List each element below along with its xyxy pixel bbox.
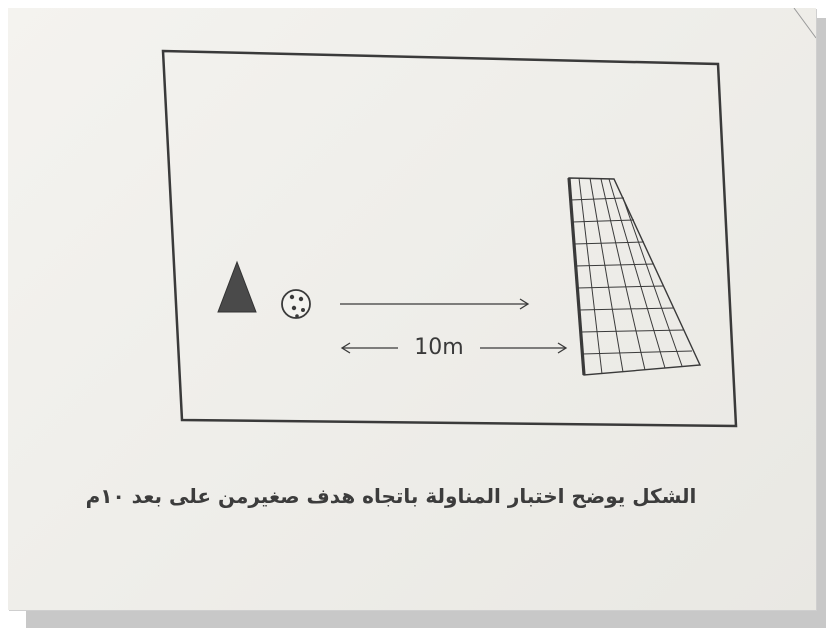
- pass-direction-arrow: [340, 298, 530, 310]
- figure-caption: الشكل يوضح اختبار المناولة باتجاه هدف صغ…: [85, 484, 697, 508]
- distance-label: 10m: [414, 335, 463, 360]
- paper-crease: [793, 8, 816, 39]
- diagram-canvas: 10m: [161, 8, 816, 428]
- field-frame: [161, 49, 738, 428]
- distance-dimension-line: [340, 342, 568, 354]
- goal-net-icon: [567, 177, 702, 376]
- soccer-ball-icon: [281, 289, 311, 319]
- paper-sheet: 10m: [8, 8, 816, 610]
- cone-icon: [217, 260, 257, 313]
